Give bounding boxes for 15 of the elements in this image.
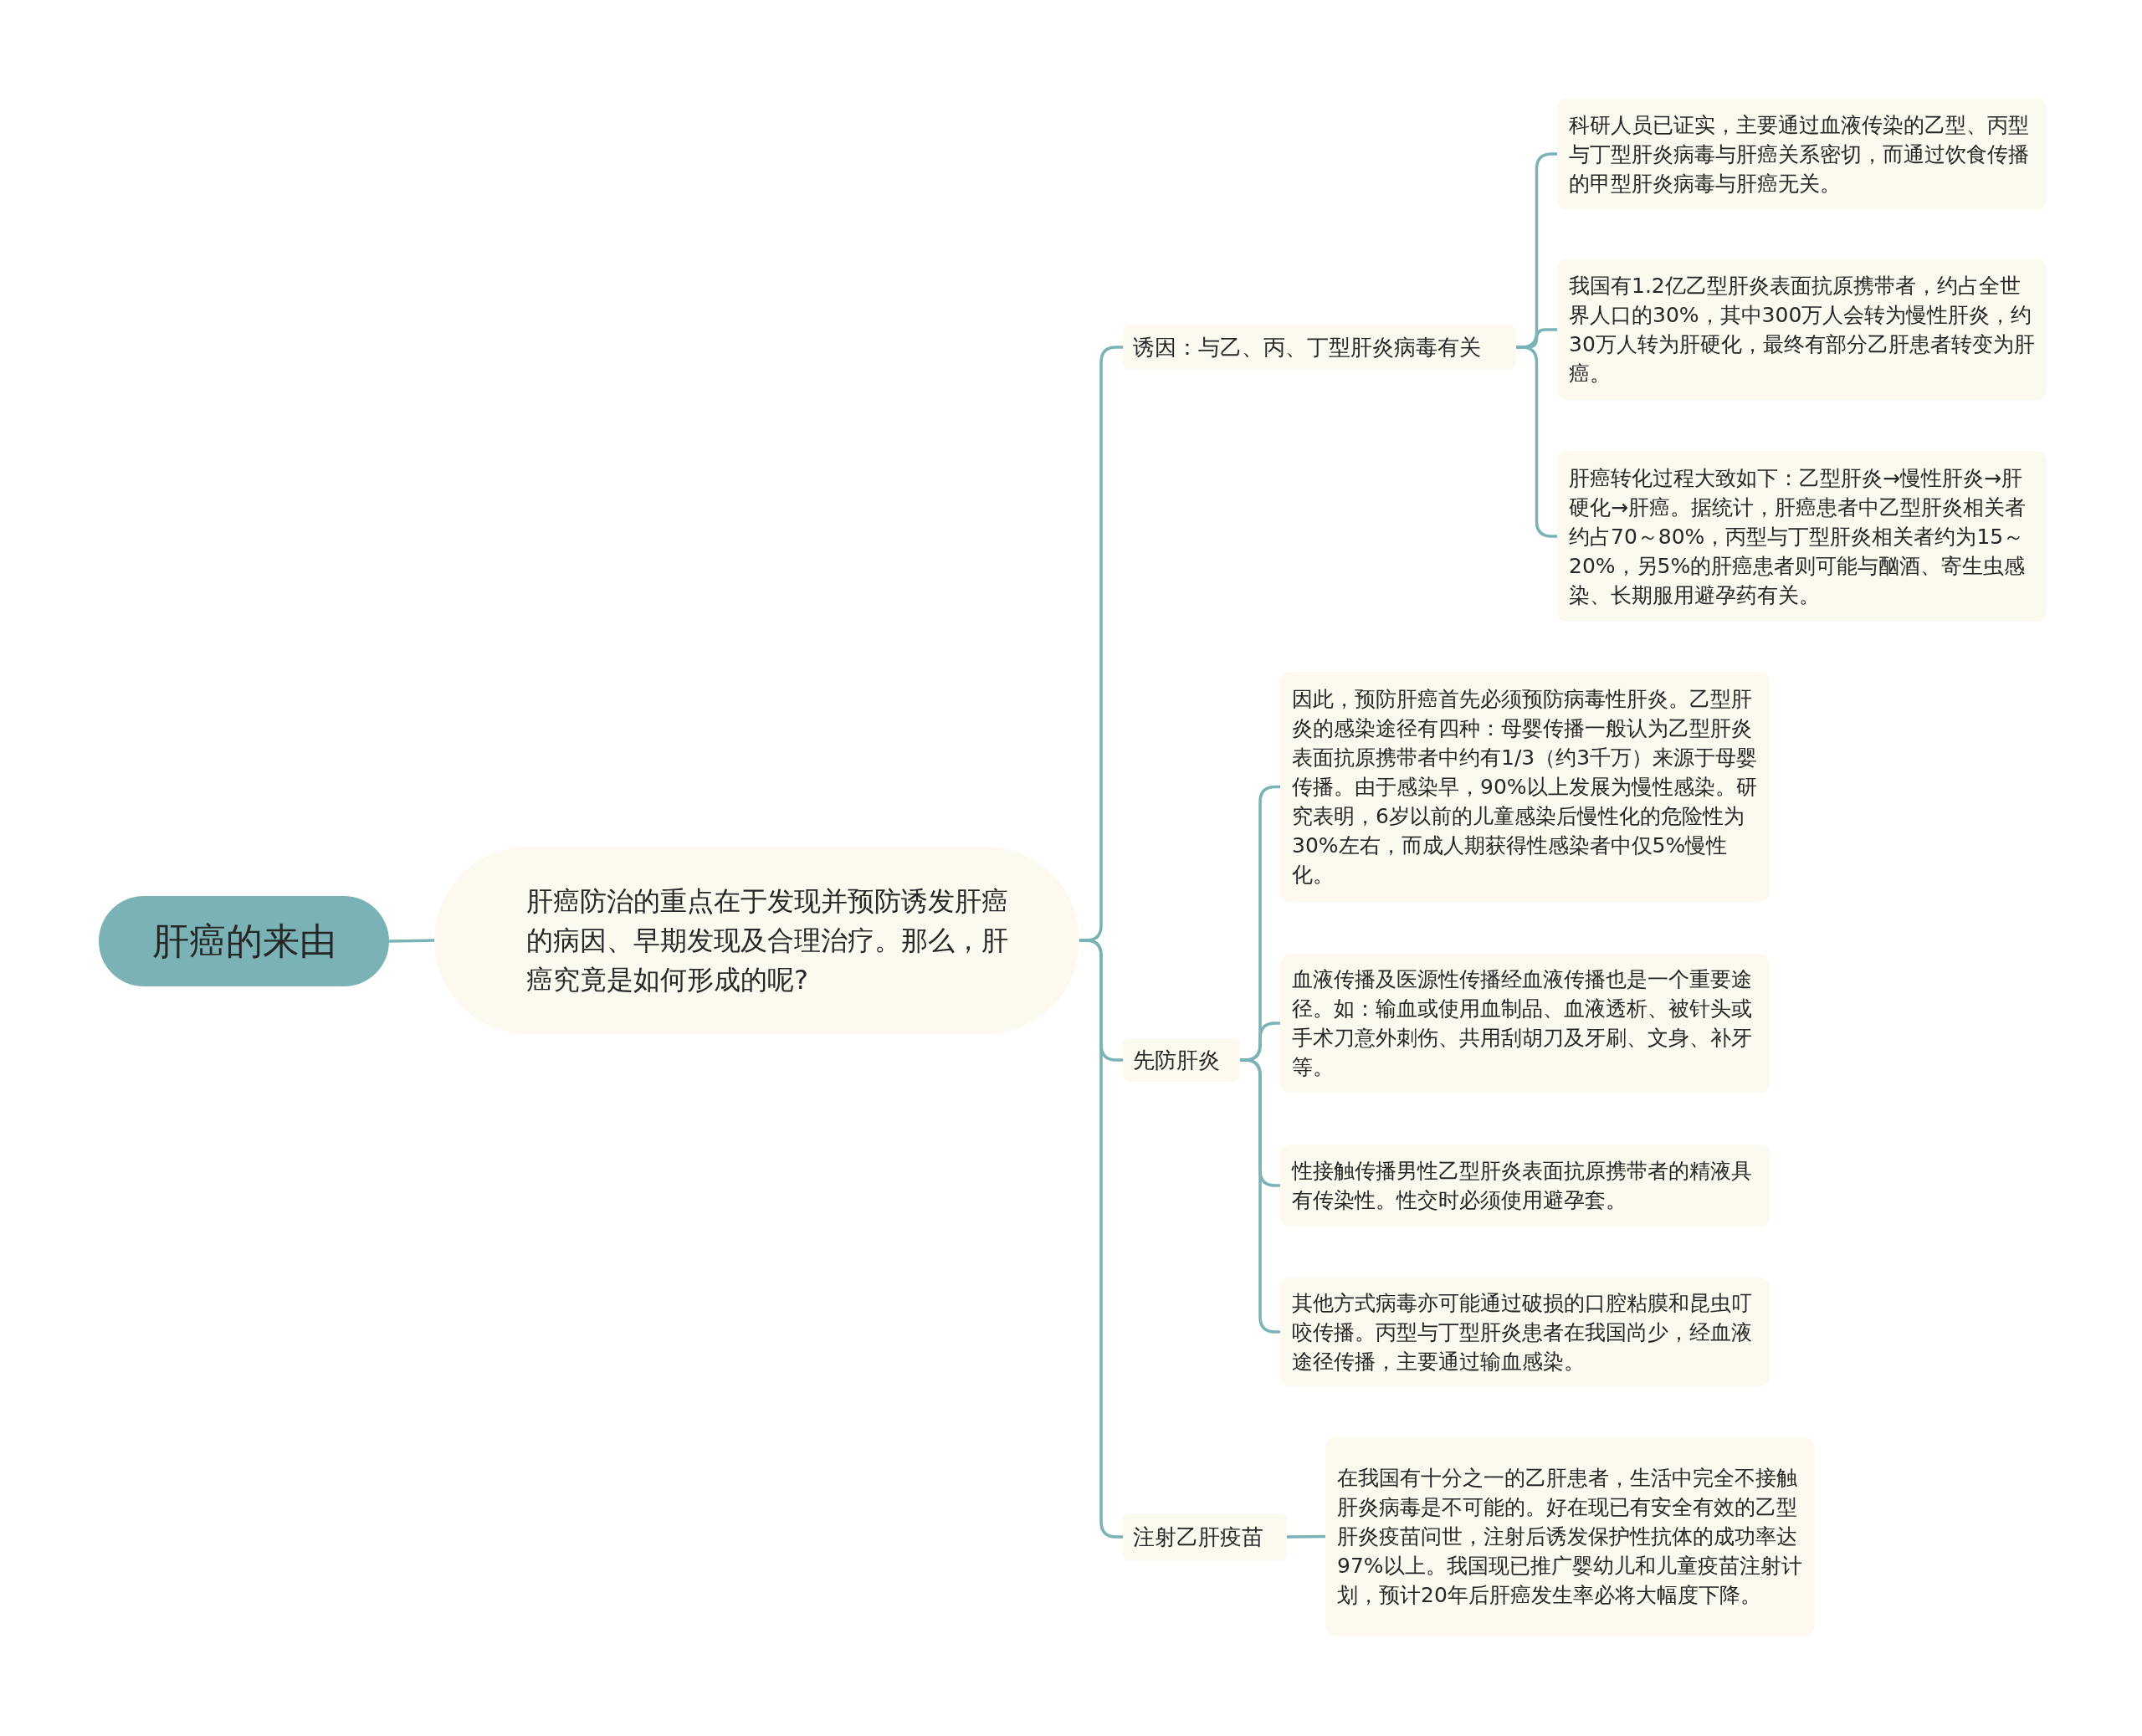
connector-line — [1287, 1534, 1325, 1539]
note-box: 我国有1.2亿乙型肝炎表面抗原携带者，约占全世界人口的30%，其中300万人会转为慢性肝炎，约30万人转为肝硬化，最终有部分乙肝患者转变为肝癌。 — [1557, 259, 2047, 400]
root-topic: 肝癌的来由 — [99, 896, 389, 986]
subtopic-box: 先防肝炎 — [1123, 1038, 1240, 1082]
note-box: 肝癌转化过程大致如下：乙型肝炎→慢性肝炎→肝硬化→肝癌。据统计，肝癌患者中乙型肝炎相关者约占70～80%，丙型与丁型肝炎相关者约为15～20%，另5%的肝癌患者则可能与酗酒、寄生虫感染、长期服用避孕药有关。 — [1557, 451, 2047, 622]
subtopic-box: 注射乙肝疫苗 — [1123, 1513, 1287, 1560]
note-box: 血液传播及医源性传播经血液传播也是一个重要途径。如：输血或使用血制品、血液透析、被针头或手术刀意外刺伤、共用刮胡刀及牙刷、文身、补牙等。 — [1280, 954, 1770, 1093]
note-box: 在我国有十分之一的乙肝患者，生活中完全不接触肝炎病毒是不可能的。好在现已有安全有效的乙型肝炎疫苗问世，注射后诱发保护性抗体的成功率达97%以上。我国现已推广婴幼儿和儿童疫苗注射计划，预计20年后肝癌发生率必将大幅度下降。 — [1325, 1437, 1815, 1636]
note-box: 其他方式病毒亦可能通过破损的口腔粘膜和昆虫叮咬传播。丙型与丁型肝炎患者在我国尚少，经血液途径传播，主要通过输血感染。 — [1280, 1278, 1770, 1386]
subtopic-box: 诱因：与乙、丙、丁型肝炎病毒有关 — [1123, 325, 1516, 369]
note-box: 科研人员已证实，主要通过血液传染的乙型、丙型与丁型肝炎病毒与肝癌关系密切，而通过饮食传播的甲型肝炎病毒与肝癌无关。 — [1557, 99, 2047, 209]
topic-bubble: 肝癌防治的重点在于发现并预防诱发肝癌的病因、早期发现及合理治疗。那么，肝癌究竟是如何形成的呢? — [434, 847, 1079, 1034]
connector-line — [388, 939, 435, 943]
note-box: 因此，预防肝癌首先必须预防病毒性肝炎。乙型肝炎的感染途径有四种：母婴传播一般认为乙型肝炎表面抗原携带者中约有1/3（约3千万）来源于母婴传播。由于感染早，90%以上发展为慢性感染。研究表明，6岁以前的儿童感染后慢性化的危险性为30%左右，而成人期获得性感染者中仅5%慢性化。 — [1280, 672, 1770, 902]
note-box: 性接触传播男性乙型肝炎表面抗原携带者的精液具有传染性。性交时必须使用避孕套。 — [1280, 1145, 1770, 1226]
